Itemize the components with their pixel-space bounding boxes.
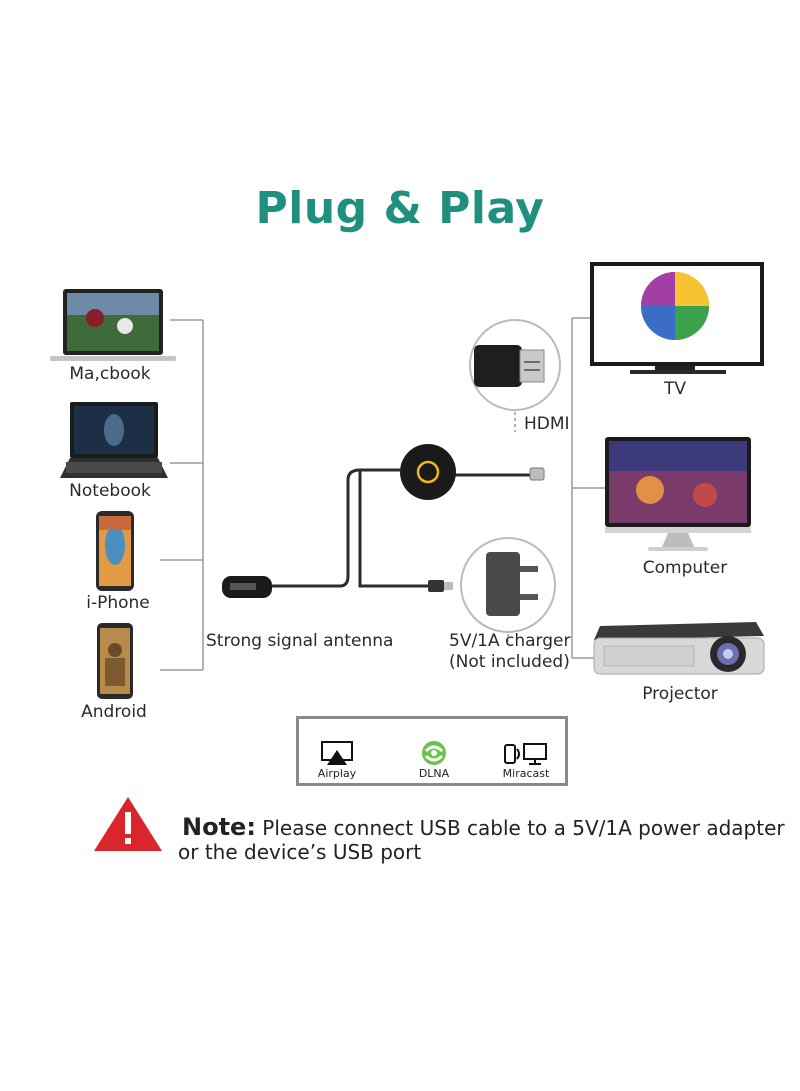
protocol-panel: Airplay DLNA Miracast xyxy=(296,716,568,786)
output-label-computer: Computer xyxy=(642,558,728,578)
notebook-icon xyxy=(60,402,168,478)
monitor-icon xyxy=(605,437,751,551)
micro-usb-plug-icon xyxy=(428,580,453,592)
charger-icon xyxy=(460,537,556,642)
source-label-android: Android xyxy=(81,702,147,722)
source-connector-lines xyxy=(160,319,204,671)
protocol-label-miracast: Miracast xyxy=(502,767,550,780)
source-label-notebook: Notebook xyxy=(69,481,151,501)
dongle-cables xyxy=(272,468,530,588)
note-text-1: Please connect USB cable to a 5V/1A powe… xyxy=(262,816,785,840)
source-label-iphone: i-Phone xyxy=(86,593,150,613)
airplay-icon xyxy=(321,741,353,765)
charger-label-line1: 5V/1A charger xyxy=(449,631,571,651)
antenna-icon xyxy=(222,576,272,598)
note-line-1: Note: Please connect USB cable to a 5V/1… xyxy=(182,813,785,841)
dongle-icon xyxy=(400,444,545,500)
source-label-macbook: Ma,cbook xyxy=(69,364,151,384)
output-connector-lines xyxy=(571,317,605,659)
laptop-icon xyxy=(50,289,176,361)
page-title: Plug & Play xyxy=(255,183,545,234)
hdmi-label: HDMI xyxy=(524,414,570,434)
projector-icon xyxy=(593,622,765,675)
note-prefix: Note: xyxy=(182,813,256,841)
charger-label-line2: (Not included) xyxy=(449,652,570,672)
miracast-icon xyxy=(504,743,547,765)
dlna-icon xyxy=(422,741,446,765)
warning-icon xyxy=(94,797,162,851)
protocol-label-airplay: Airplay xyxy=(317,767,357,780)
output-label-projector: Projector xyxy=(642,684,718,704)
protocol-miracast: Miracast xyxy=(481,737,571,780)
iphone-icon xyxy=(96,511,134,591)
output-label-tv: TV xyxy=(663,379,686,399)
tv-icon xyxy=(590,262,764,374)
protocol-airplay: Airplay xyxy=(292,737,382,780)
android-phone-icon xyxy=(97,623,133,699)
note-line-2: or the device’s USB port xyxy=(178,840,422,864)
protocol-label-dlna: DLNA xyxy=(418,767,450,780)
antenna-label: Strong signal antenna xyxy=(206,631,394,651)
protocol-dlna: DLNA xyxy=(389,737,479,780)
hdmi-connector-icon xyxy=(469,319,561,432)
